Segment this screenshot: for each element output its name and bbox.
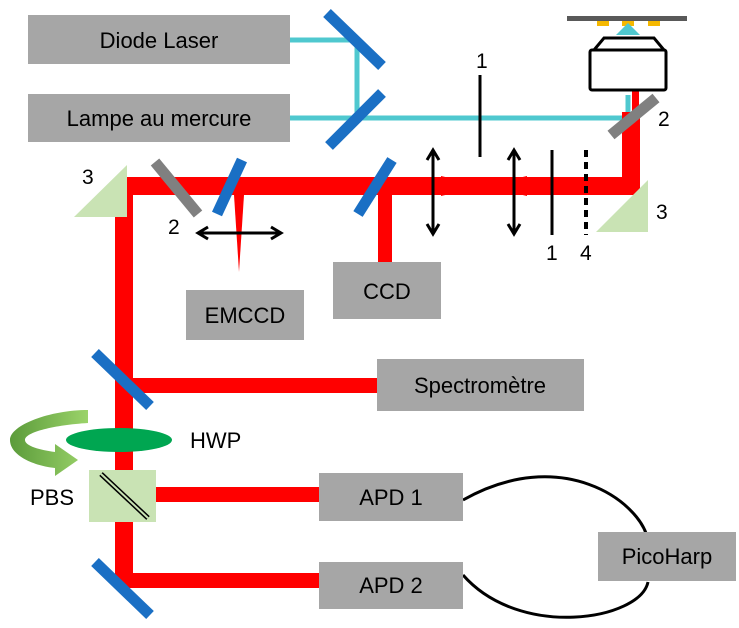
gray-mirrors	[150, 93, 660, 218]
blue-mirrors	[91, 9, 397, 619]
prism-right	[596, 180, 648, 232]
lampe-label: Lampe au mercure	[67, 106, 252, 131]
label-1-bottom: 1	[546, 242, 558, 265]
cyan-beams	[290, 37, 631, 121]
label-1-top: 1	[476, 50, 488, 73]
prism-left	[74, 165, 127, 217]
label-2-left: 2	[168, 216, 180, 239]
label-3-left: 3	[82, 166, 94, 189]
spectrometre-label: Spectromètre	[414, 373, 546, 398]
picoharp-label: PicoHarp	[622, 544, 712, 569]
coax-cables	[461, 475, 650, 619]
apd2-box: APD 2	[319, 562, 463, 609]
emccd-label: EMCCD	[205, 303, 286, 328]
microscope-objective	[567, 16, 687, 92]
rotation-arrow-icon	[10, 410, 88, 476]
pbs-label: PBS	[30, 485, 74, 510]
diode-laser-box: Diode Laser	[28, 15, 290, 64]
picoharp-box: PicoHarp	[598, 532, 736, 581]
hwp-label: HWP	[190, 428, 241, 453]
optics	[195, 75, 588, 241]
pbs-cube	[89, 470, 156, 522]
spectrometre-box: Spectromètre	[377, 359, 584, 411]
apd1-box: APD 1	[319, 473, 463, 521]
telescope-focus-left	[441, 176, 484, 196]
apd1-label: APD 1	[359, 485, 423, 510]
ccd-box: CCD	[333, 262, 441, 319]
emccd-box: EMCCD	[186, 290, 304, 340]
apd2-label: APD 2	[359, 573, 423, 598]
lampe-box: Lampe au mercure	[28, 94, 290, 142]
diode-laser-label: Diode Laser	[100, 28, 219, 53]
label-4: 4	[580, 242, 592, 265]
hwp-plate	[66, 428, 172, 452]
ccd-label: CCD	[363, 279, 411, 304]
label-3-right: 3	[656, 201, 668, 224]
telescope-focus-right	[484, 176, 527, 196]
label-2-right: 2	[658, 108, 670, 131]
